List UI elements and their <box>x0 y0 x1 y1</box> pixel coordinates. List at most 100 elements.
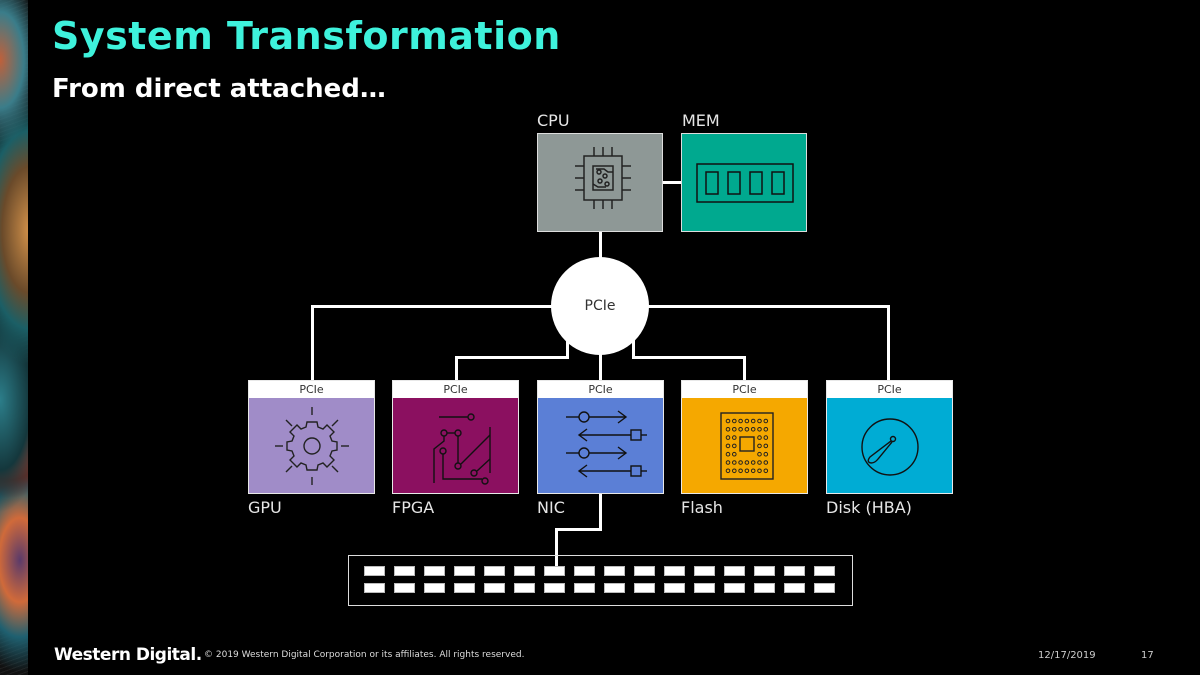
flash-cell-dot <box>744 459 749 465</box>
switch-port <box>544 566 565 576</box>
slide-date: 12/17/2019 <box>1038 650 1096 661</box>
switch-port <box>604 583 625 593</box>
switch-port <box>814 583 835 593</box>
link-disk-v <box>887 305 890 381</box>
switch-port <box>604 566 625 576</box>
device-label-fpga: FPGA <box>392 498 435 517</box>
flash-cell-dot <box>756 426 762 432</box>
network-switch <box>348 555 853 606</box>
link-nic-switch-h <box>555 528 602 531</box>
switch-port <box>634 566 655 576</box>
flash-cell-dot <box>731 418 737 423</box>
switch-port <box>694 566 715 576</box>
switch-port <box>634 583 655 593</box>
switch-port <box>454 583 475 593</box>
flash-cell-dot <box>763 459 768 465</box>
link-fpga-v1 <box>566 336 569 358</box>
flash-cell-dot <box>756 443 762 448</box>
flash-cell-dot <box>731 426 737 432</box>
flash-cell-dot <box>763 434 768 440</box>
gear-icon <box>274 406 349 485</box>
switch-port <box>424 566 445 576</box>
flash-cell-dot <box>725 426 730 432</box>
switch-port <box>724 566 745 576</box>
device-card-nic: PCIe <box>537 380 664 494</box>
cpu-pcie-link <box>599 232 602 258</box>
flash-cell-dot <box>725 418 730 423</box>
network-arrows-icon <box>565 409 647 478</box>
flash-cell-dot <box>744 418 749 423</box>
switch-port <box>514 566 535 576</box>
flash-cell-dot <box>731 434 737 440</box>
switch-port <box>364 566 385 576</box>
switch-port <box>394 566 415 576</box>
flash-cell-dot <box>737 418 743 423</box>
device-label-gpu: GPU <box>248 498 282 517</box>
flash-cell-dot <box>756 468 762 473</box>
memory-module-icon <box>696 163 794 203</box>
flash-cell-dot <box>763 468 768 473</box>
switch-port <box>784 566 805 576</box>
switch-port <box>754 566 775 576</box>
device-header: PCIe <box>249 381 374 398</box>
flash-cell-dot <box>756 418 762 423</box>
flash-cell-dot <box>750 468 756 473</box>
flash-cell-dot <box>731 459 737 465</box>
device-card-gpu: PCIe <box>248 380 375 494</box>
flash-cell-dot <box>725 443 730 448</box>
flash-cell-dot <box>725 468 730 473</box>
switch-port <box>724 583 745 593</box>
flash-cell-dot <box>750 426 756 432</box>
western-digital-logo: Western Digital. <box>54 645 202 665</box>
switch-port <box>784 583 805 593</box>
disk-icon <box>860 417 919 476</box>
link-fpga-h <box>455 356 569 359</box>
switch-port <box>754 583 775 593</box>
flash-cell-dot <box>725 451 730 457</box>
flash-cell-dot <box>750 418 756 423</box>
flash-cell-dot <box>731 443 737 448</box>
link-gpu-v <box>311 305 314 381</box>
switch-port <box>814 566 835 576</box>
flash-cell-dot <box>763 418 768 423</box>
flash-cell-dot <box>744 468 749 473</box>
slide-subtitle: From direct attached… <box>52 74 386 104</box>
flash-cell-dot <box>737 426 743 432</box>
device-label-disk: Disk (HBA) <box>826 498 912 517</box>
switch-port <box>484 566 505 576</box>
device-card-flash: PCIe <box>681 380 808 494</box>
copyright-text: © 2019 Western Digital Corporation or it… <box>204 650 525 660</box>
flash-cell-dot <box>731 468 737 473</box>
slide-number: 17 <box>1141 650 1154 661</box>
switch-port <box>574 566 595 576</box>
switch-port <box>484 583 505 593</box>
cpu-mem-link <box>663 181 681 184</box>
circuit-icon <box>432 412 491 485</box>
device-card-disk: PCIe <box>826 380 953 494</box>
switch-port <box>514 583 535 593</box>
flash-cell-dot <box>750 459 756 465</box>
link-disk-h <box>648 305 890 308</box>
switch-port <box>694 583 715 593</box>
flash-cell-dot <box>756 451 762 457</box>
flash-cell-dot <box>725 459 730 465</box>
device-header: PCIe <box>393 381 518 398</box>
link-nic-switch-v1 <box>599 494 602 530</box>
mem-label: MEM <box>682 111 720 130</box>
switch-port <box>544 583 565 593</box>
flash-cell-dot <box>756 434 762 440</box>
flash-cell-dot <box>731 451 737 457</box>
switch-port <box>664 583 685 593</box>
decorative-art-strip <box>0 0 28 675</box>
flash-cell-dot <box>763 426 768 432</box>
mem-box <box>681 133 807 232</box>
switch-port <box>364 583 385 593</box>
device-card-fpga: PCIe <box>392 380 519 494</box>
flash-cell-dot <box>744 426 749 432</box>
device-header: PCIe <box>827 381 952 398</box>
device-header: PCIe <box>682 381 807 398</box>
cpu-chip-icon <box>575 147 631 209</box>
link-nic-v <box>599 354 602 381</box>
link-fpga-v2 <box>455 356 458 381</box>
link-flash-h <box>632 356 746 359</box>
